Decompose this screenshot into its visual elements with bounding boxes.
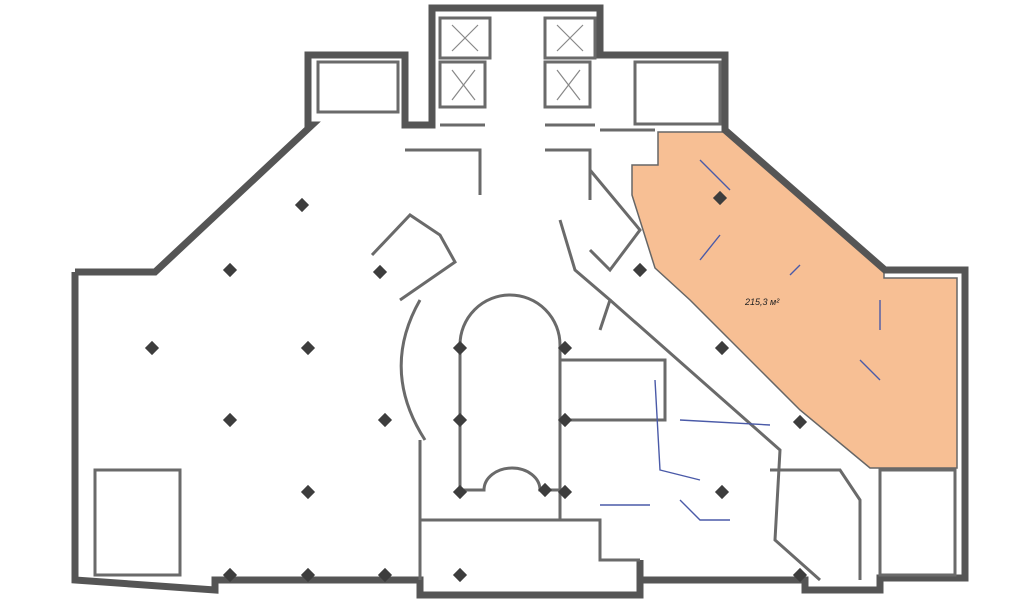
elevator-icons <box>451 24 584 101</box>
column <box>300 484 316 500</box>
column <box>377 567 393 583</box>
column <box>294 197 310 213</box>
column <box>714 340 730 356</box>
column <box>452 567 468 583</box>
column <box>144 340 160 356</box>
unit-partitions <box>600 159 881 521</box>
column <box>452 412 468 428</box>
column <box>222 567 238 583</box>
column <box>537 482 553 498</box>
column <box>712 190 728 206</box>
column <box>222 262 238 278</box>
column <box>557 412 573 428</box>
column <box>372 264 388 280</box>
column <box>452 340 468 356</box>
columns <box>144 190 808 583</box>
column <box>557 484 573 500</box>
unit-area-label: 215,3 м² <box>745 297 780 307</box>
column <box>792 567 808 583</box>
column <box>222 412 238 428</box>
column <box>557 340 573 356</box>
column <box>792 414 808 430</box>
column <box>300 567 316 583</box>
column <box>632 262 648 278</box>
column <box>714 484 730 500</box>
column <box>300 340 316 356</box>
column <box>377 412 393 428</box>
column <box>452 484 468 500</box>
outer-wall <box>71 4 969 599</box>
highlighted-unit[interactable] <box>631 131 958 469</box>
interior-walls <box>93 16 957 582</box>
